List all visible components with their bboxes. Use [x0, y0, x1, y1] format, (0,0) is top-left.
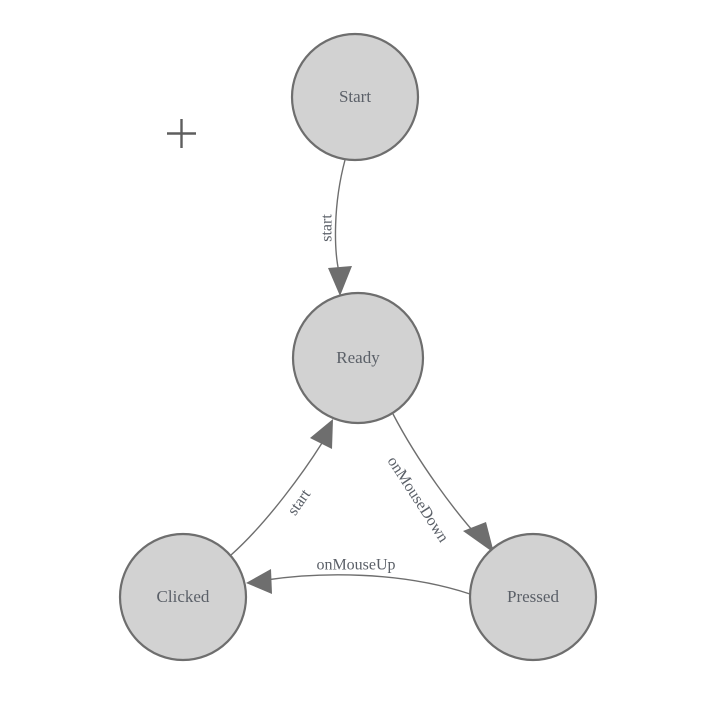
node-start-label: Start [339, 87, 371, 106]
edge-ready-to-pressed-arrowhead [463, 522, 494, 553]
edge-pressed-to-clicked-path [265, 574, 471, 595]
edge-clicked-to-ready[interactable]: start [230, 419, 333, 556]
node-start[interactable]: Start [290, 32, 420, 162]
node-ready-circle [291, 291, 425, 425]
node-pressed-circle [468, 532, 598, 662]
edge-label-pressed-to-clicked: onMouseUp [316, 557, 395, 574]
node-pressed-label: Pressed [507, 587, 559, 606]
node-pressed[interactable]: Pressed [468, 532, 598, 662]
edge-start-to-ready-arrowhead [328, 266, 352, 296]
node-clicked-label: Clicked [157, 587, 210, 606]
edge-clicked-to-ready-path [230, 442, 323, 556]
node-start-circle [290, 32, 420, 162]
edge-clicked-to-ready-arrowhead [310, 419, 333, 449]
crosshair-icon [167, 119, 196, 148]
node-ready-label: Ready [336, 348, 380, 367]
edge-pressed-to-clicked[interactable]: onMouseUp [246, 557, 471, 595]
node-clicked-circle [118, 532, 248, 662]
edge-ready-to-pressed[interactable]: onMouseDown [384, 413, 494, 553]
edge-label-ready-to-pressed: onMouseDown [384, 454, 452, 546]
edge-pressed-to-clicked-arrowhead [246, 569, 272, 594]
edge-label-start-to-ready: start [319, 214, 336, 242]
edge-start-to-ready[interactable]: start [319, 159, 352, 296]
node-clicked[interactable]: Clicked [118, 532, 248, 662]
node-ready[interactable]: Ready [291, 291, 425, 425]
edge-start-to-ready-path [334, 159, 346, 273]
